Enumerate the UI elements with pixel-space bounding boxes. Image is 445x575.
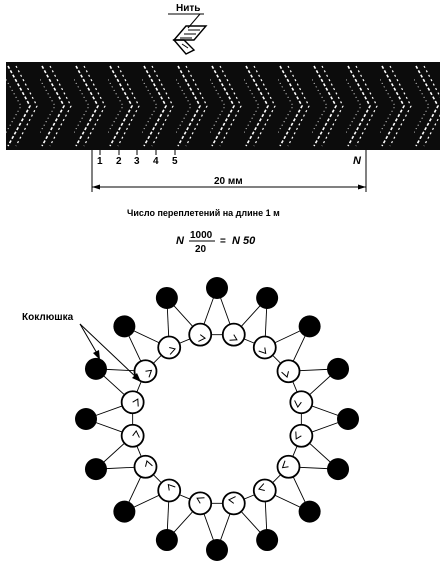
bobbin-hook [258,347,267,355]
bobbin-hook [167,483,176,491]
bobbin-hook [295,431,302,440]
outer-bobbin [84,357,107,380]
mark-3: 3 [134,156,140,167]
bobbin-hook [132,429,140,438]
mark-1: 1 [97,156,103,167]
thread-strand-icon [172,25,208,55]
bobbin-label: Коклюшка [22,312,74,323]
outer-bobbin [298,500,321,523]
formula-rhs: N 50 [232,235,256,247]
outer-bobbin [298,315,321,338]
bobbin-hook [145,460,153,467]
bobbin-hook [229,334,238,341]
outer-bobbin [327,458,350,481]
outer-bobbin [206,539,228,561]
bobbin-hook [196,497,205,504]
bobbin-pointer-arrows [79,323,141,382]
bobbin-hook [132,398,139,407]
formula-denominator: 20 [195,244,207,255]
bobbin-hook [227,496,236,504]
bobbins [75,277,359,561]
formula-numerator: 1000 [190,230,213,241]
formula-caption: Число переплетений на длине 1 м [127,208,280,218]
dimension-line [92,184,366,190]
outer-bobbin [206,277,228,299]
bobbin-hook [145,369,153,378]
bobbin-hook [281,460,289,469]
outer-bobbin [75,408,97,430]
thread-label: Нить [176,3,200,14]
dimension-label: 20 мм [214,176,243,187]
mark-n: N [353,155,362,167]
mark-2: 2 [116,156,122,167]
bobbin-hook [198,334,207,342]
outer-bobbin [113,315,136,338]
bobbin-hook [258,483,265,491]
outer-bobbin [256,286,279,309]
outer-bobbin [155,286,178,309]
mark-4: 4 [153,156,159,167]
outer-bobbin [337,408,359,430]
bobbin-hook [169,347,176,355]
outer-bobbin [327,357,350,380]
bobbin-hook [294,400,302,409]
outer-bobbin [113,500,136,523]
outer-bobbin [155,529,178,552]
braid-section: Нить 1 2 3 4 5 N [6,3,440,192]
formula-block: Число переплетений на длине 1 м N 1000 2… [127,208,280,255]
carrier-diagram: Коклюшка [22,277,359,561]
formula-lhs: N [176,235,185,247]
outer-bobbin [256,529,279,552]
pitch-marks [91,150,367,192]
bobbin-hook [281,371,289,378]
mark-5: 5 [172,156,178,167]
braid-band [6,62,440,150]
formula-equals: = [220,236,226,247]
outer-bobbin [84,458,107,481]
